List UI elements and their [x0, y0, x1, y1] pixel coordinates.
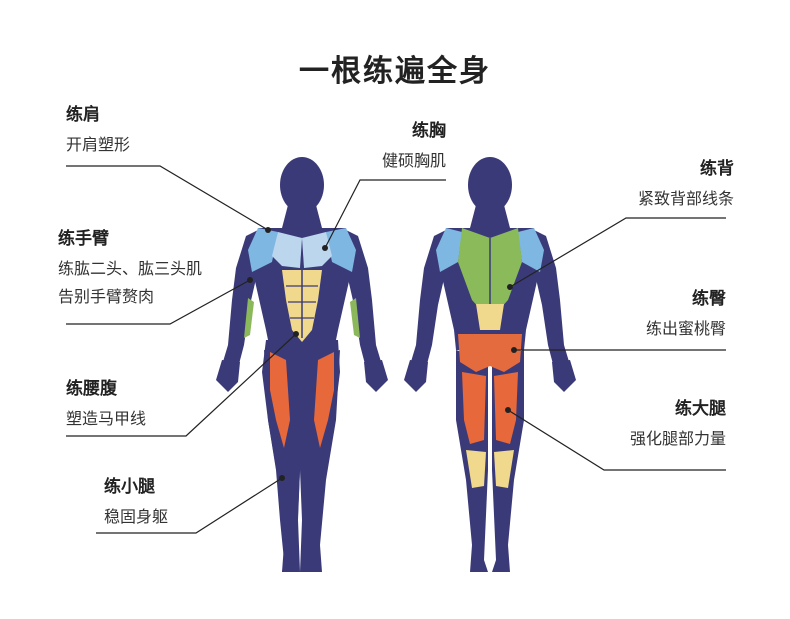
label-chest: 练胸 健硕胸肌	[382, 120, 446, 172]
label-shoulder: 练肩 开肩塑形	[66, 104, 130, 156]
back-desc: 紧致背部线条	[637, 189, 734, 208]
label-waist: 练腰腹 塑造马甲线	[66, 378, 146, 430]
glute-heading: 练臀	[692, 289, 726, 309]
glute-desc: 练出蜜桃臀	[645, 319, 726, 338]
thigh-heading: 练大腿	[675, 399, 726, 419]
arm-desc: 练肱二头、肱三头肌	[58, 259, 203, 278]
waist-heading: 练腰腹	[66, 379, 117, 399]
shoulder-desc: 开肩塑形	[66, 135, 131, 154]
calf-heading: 练小腿	[104, 477, 155, 497]
shoulder-leader	[66, 165, 269, 231]
label-arm: 练手臂 练肱二头、肱三头肌 告别手臂赘肉	[58, 228, 202, 308]
arm-desc2: 告别手臂赘肉	[58, 287, 155, 306]
calf-desc: 稳固身躯	[104, 507, 169, 526]
back-leader	[509, 217, 726, 288]
back-figure	[404, 157, 576, 572]
label-thigh: 练大腿 强化腿部力量	[630, 398, 726, 450]
arm-heading: 练手臂	[58, 229, 109, 249]
arm-leader	[66, 279, 251, 325]
label-glute: 练臀 练出蜜桃臀	[646, 288, 726, 340]
back-heading: 练背	[700, 159, 734, 179]
label-back: 练背 紧致背部线条	[638, 158, 734, 210]
thigh-leader	[507, 409, 726, 471]
label-calf: 练小腿 稳固身躯	[104, 476, 168, 528]
calf-leader	[96, 477, 283, 534]
front-figure	[216, 157, 388, 572]
page-title: 一根练遍全身	[299, 54, 491, 89]
chest-desc: 健硕胸肌	[381, 151, 446, 170]
chest-heading: 练胸	[412, 121, 446, 141]
shoulder-heading: 练肩	[66, 105, 100, 125]
chest-leader	[324, 179, 446, 249]
thigh-desc: 强化腿部力量	[629, 429, 726, 448]
waist-leader	[66, 333, 297, 437]
waist-desc: 塑造马甲线	[66, 409, 147, 428]
leader-lines	[66, 165, 726, 534]
